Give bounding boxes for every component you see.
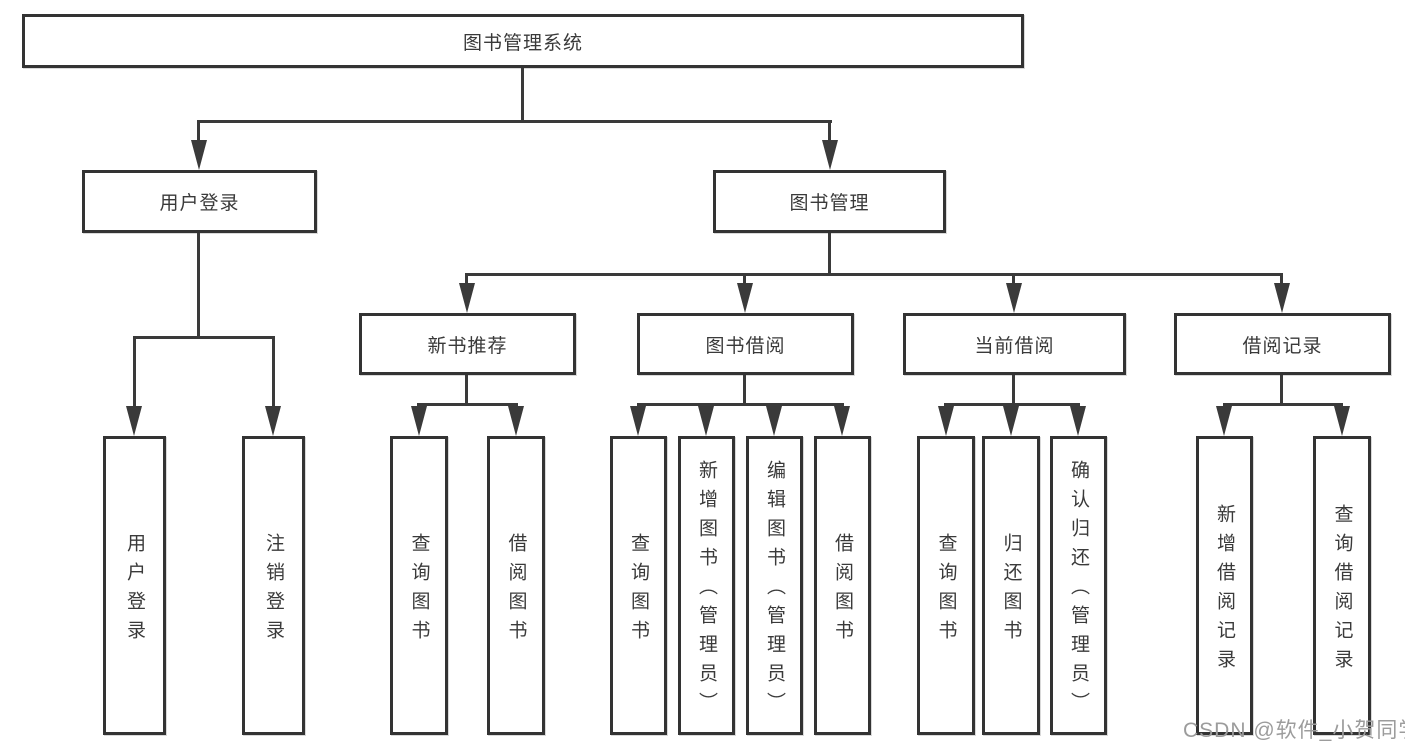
connector-user-login-bus <box>133 336 274 339</box>
arrowhead-down-icon <box>1334 406 1350 436</box>
connector-book-borrow-bus <box>637 403 844 406</box>
connector-level2-bus <box>197 120 832 123</box>
leaf-edit-book-admin: 编辑图书（管理员） <box>746 436 803 735</box>
arrowhead-down-icon <box>698 406 714 436</box>
leaf-borrow-book: 借阅图书 <box>814 436 871 735</box>
leaf-borrow-book-recommend: 借阅图书 <box>487 436 545 735</box>
leaf-return-book: 归还图书 <box>982 436 1040 735</box>
arrowhead-down-icon <box>766 406 782 436</box>
arrowhead-down-icon <box>834 406 850 436</box>
arrowhead-down-icon <box>737 283 753 313</box>
connector-drop-user-login <box>197 120 200 144</box>
arrowhead-down-icon <box>265 406 281 436</box>
csdn-watermark: CSDN @软件_小贺同学 <box>1183 719 1405 742</box>
node-root: 图书管理系统 <box>22 14 1024 68</box>
connector-borrow-record-bus <box>1223 403 1343 406</box>
connector-drop-leaf-user-login <box>133 336 136 408</box>
node-book-management: 图书管理 <box>713 170 946 233</box>
arrowhead-down-icon <box>411 406 427 436</box>
leaf-user-login: 用户登录 <box>103 436 166 735</box>
arrowhead-down-icon <box>938 406 954 436</box>
leaf-query-book-current: 查询图书 <box>917 436 975 735</box>
leaf-confirm-return-admin: 确认归还（管理员） <box>1050 436 1107 735</box>
node-user-login: 用户登录 <box>82 170 317 233</box>
connector-book-management-stem <box>828 233 831 275</box>
connector-book-borrow-stem <box>743 375 746 405</box>
leaf-query-book-recommend: 查询图书 <box>390 436 448 735</box>
connector-current-borrow-bus <box>944 403 1080 406</box>
connector-new-book-stem <box>465 375 468 405</box>
connector-drop-current-borrow <box>1012 273 1015 287</box>
arrowhead-down-icon <box>630 406 646 436</box>
node-current-borrow: 当前借阅 <box>903 313 1126 375</box>
connector-drop-borrow-record <box>1280 273 1283 287</box>
leaf-add-book-admin: 新增图书（管理员） <box>678 436 735 735</box>
connector-current-borrow-stem <box>1012 375 1015 405</box>
node-book-borrow: 图书借阅 <box>637 313 854 375</box>
connector-user-login-stem <box>197 233 200 338</box>
connector-level3-bus <box>465 273 1283 276</box>
arrowhead-down-icon <box>191 140 207 170</box>
connector-drop-new-book <box>465 273 468 287</box>
leaf-logout: 注销登录 <box>242 436 305 735</box>
arrowhead-down-icon <box>126 406 142 436</box>
connector-drop-book-borrow <box>743 273 746 287</box>
arrowhead-down-icon <box>459 283 475 313</box>
arrowhead-down-icon <box>1003 406 1019 436</box>
connector-drop-leaf-logout <box>272 336 275 408</box>
connector-drop-book-management <box>828 120 831 144</box>
arrowhead-down-icon <box>822 140 838 170</box>
arrowhead-down-icon <box>1006 283 1022 313</box>
connector-root-stem <box>521 68 524 122</box>
leaf-add-borrow-record: 新增借阅记录 <box>1196 436 1253 735</box>
arrowhead-down-icon <box>1070 406 1086 436</box>
arrowhead-down-icon <box>508 406 524 436</box>
arrowhead-down-icon <box>1274 283 1290 313</box>
node-new-book-recommend: 新书推荐 <box>359 313 576 375</box>
connector-new-book-bus <box>417 403 518 406</box>
arrowhead-down-icon <box>1216 406 1232 436</box>
node-borrow-record: 借阅记录 <box>1174 313 1391 375</box>
leaf-query-borrow-record: 查询借阅记录 <box>1313 436 1371 735</box>
connector-borrow-record-stem <box>1280 375 1283 405</box>
leaf-query-book-borrow: 查询图书 <box>610 436 667 735</box>
